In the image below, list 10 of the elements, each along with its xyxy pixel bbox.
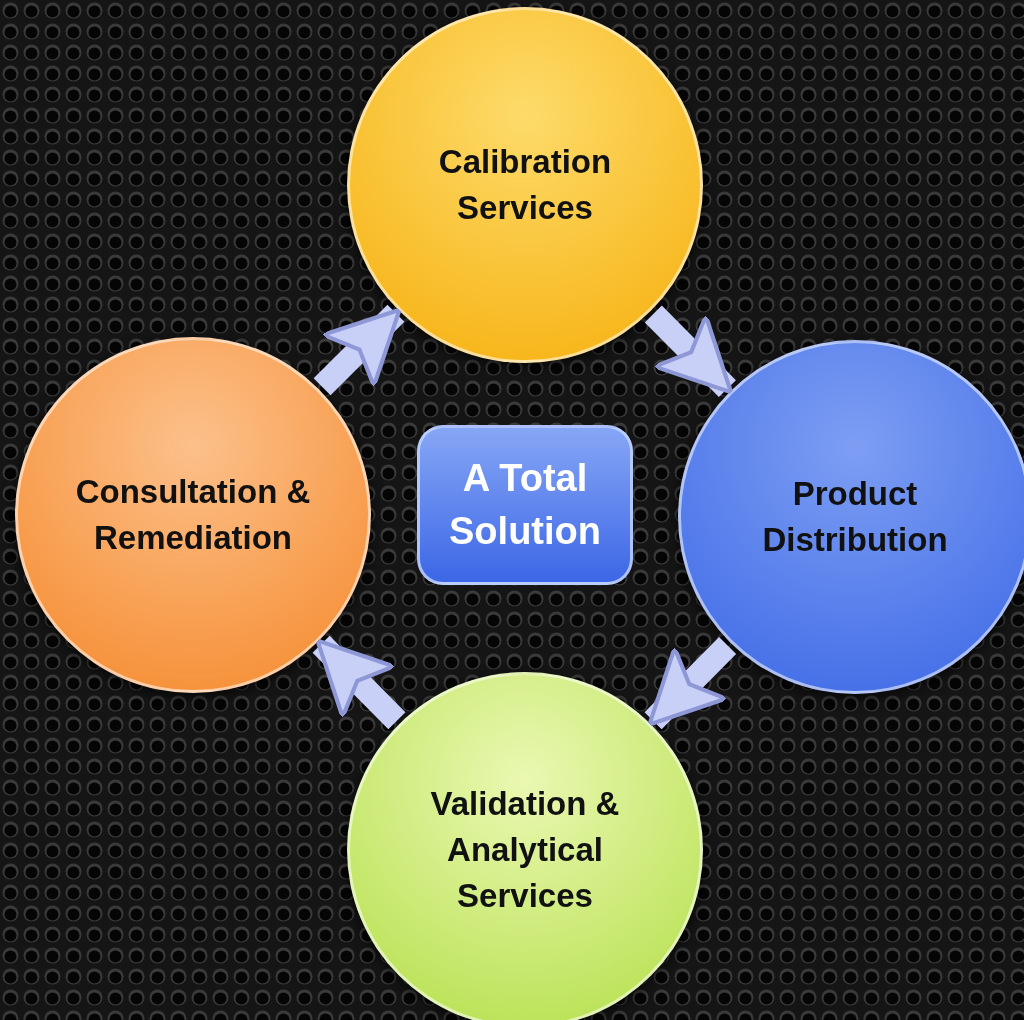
block-arrow — [312, 635, 406, 730]
node-label: Product Distribution — [761, 473, 949, 560]
center-box — [417, 425, 633, 585]
node-label: Validation & Analytical Services — [429, 783, 621, 917]
block-arrow — [644, 305, 736, 398]
node-label: Calibration Services — [437, 141, 613, 228]
node-label: A Total Solution — [448, 455, 602, 554]
node-label: Consultation & Remediation — [74, 471, 312, 558]
block-arrow — [644, 637, 737, 730]
block-arrow — [313, 304, 405, 396]
